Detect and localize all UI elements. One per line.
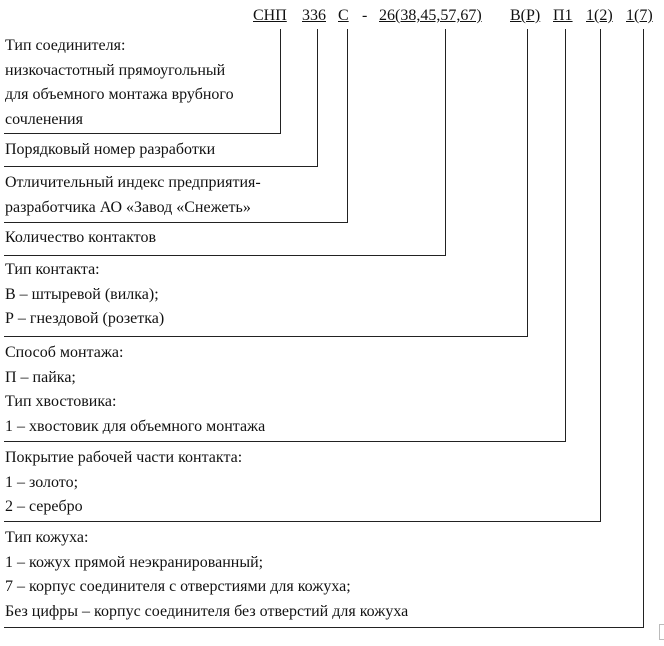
leader-horizontal-1 bbox=[4, 133, 281, 134]
desc-line: Тип хвостовика: bbox=[5, 393, 117, 410]
leader-vertical-4 bbox=[445, 29, 446, 256]
desc-line: П – пайка; bbox=[5, 368, 76, 386]
code-part-dash: - bbox=[362, 7, 368, 24]
desc-line: В – штыревой (вилка); bbox=[5, 285, 159, 303]
desc-connector-type: Тип соединителя: низкочастотный прямоуго… bbox=[5, 34, 234, 132]
desc-line: Порядковый номер разработки bbox=[5, 141, 216, 158]
desc-serial-number: Порядковый номер разработки bbox=[5, 138, 215, 163]
leader-vertical-5 bbox=[527, 29, 528, 337]
desc-line: Способ монтажа: bbox=[5, 344, 124, 361]
code-part-contact-type: В(Р) bbox=[510, 7, 541, 24]
desc-line: сочленения bbox=[5, 110, 83, 128]
desc-line: Тип соединителя: bbox=[5, 37, 126, 54]
code-part-housing: 1(7) bbox=[626, 7, 653, 24]
desc-line: Количество контактов bbox=[5, 229, 157, 246]
desc-mounting: Способ монтажа: П – пайка; Тип хвостовик… bbox=[5, 341, 265, 439]
leader-vertical-2 bbox=[317, 29, 318, 167]
leader-vertical-1 bbox=[280, 29, 281, 134]
code-part-index: С bbox=[338, 7, 349, 24]
code-part-coating: 1(2) bbox=[586, 7, 613, 24]
desc-contact-type: Тип контакта: В – штыревой (вилка); Р – … bbox=[5, 258, 164, 332]
desc-line: Р – гнездовой (розетка) bbox=[5, 310, 165, 327]
desc-line: низкочастотный прямоугольный bbox=[5, 61, 226, 79]
leader-vertical-8 bbox=[643, 29, 644, 628]
leader-horizontal-8 bbox=[4, 627, 644, 628]
leader-horizontal-2 bbox=[4, 166, 318, 167]
desc-line: 1 – хвостовик для объемного монтажа bbox=[5, 417, 266, 435]
desc-contact-count: Количество контактов bbox=[5, 226, 156, 251]
desc-line: разработчика АО «Завод «Снежеть» bbox=[5, 198, 251, 216]
leader-horizontal-3 bbox=[4, 222, 348, 223]
resize-handle bbox=[659, 624, 664, 640]
desc-line: 1 – золото; bbox=[5, 473, 79, 491]
desc-line: Тип кожуха: bbox=[5, 529, 89, 546]
desc-line: 7 – корпус соединителя с отверстиями для… bbox=[5, 578, 351, 595]
code-part-mounting: П1 bbox=[553, 7, 573, 24]
desc-developer-index: Отличительный индекс предприятия- разраб… bbox=[5, 171, 261, 220]
code-part-contacts: 26(38,45,57,67) bbox=[379, 7, 482, 24]
desc-housing: Тип кожуха: 1 – кожух прямой неэкраниров… bbox=[5, 526, 408, 624]
desc-line: Отличительный индекс предприятия- bbox=[5, 174, 261, 191]
leader-horizontal-4 bbox=[4, 255, 446, 256]
leader-vertical-7 bbox=[600, 29, 601, 522]
code-part-number: 336 bbox=[302, 7, 326, 24]
leader-vertical-6 bbox=[565, 29, 566, 442]
leader-horizontal-6 bbox=[4, 441, 566, 442]
leader-horizontal-5 bbox=[4, 336, 528, 337]
desc-line: Покрытие рабочей части контакта: bbox=[5, 449, 243, 466]
desc-line: 2 – серебро bbox=[5, 498, 83, 515]
code-part-series: СНП bbox=[253, 7, 287, 24]
desc-line: для объемного монтажа врубного bbox=[5, 86, 234, 103]
desc-coating: Покрытие рабочей части контакта: 1 – зол… bbox=[5, 446, 242, 520]
leader-horizontal-7 bbox=[4, 521, 601, 522]
desc-line: 1 – кожух прямой неэкранированный; bbox=[5, 553, 264, 571]
desc-line: Без цифры – корпус соединителя без отвер… bbox=[5, 602, 409, 620]
desc-line: Тип контакта: bbox=[5, 261, 100, 278]
leader-vertical-3 bbox=[347, 29, 348, 223]
